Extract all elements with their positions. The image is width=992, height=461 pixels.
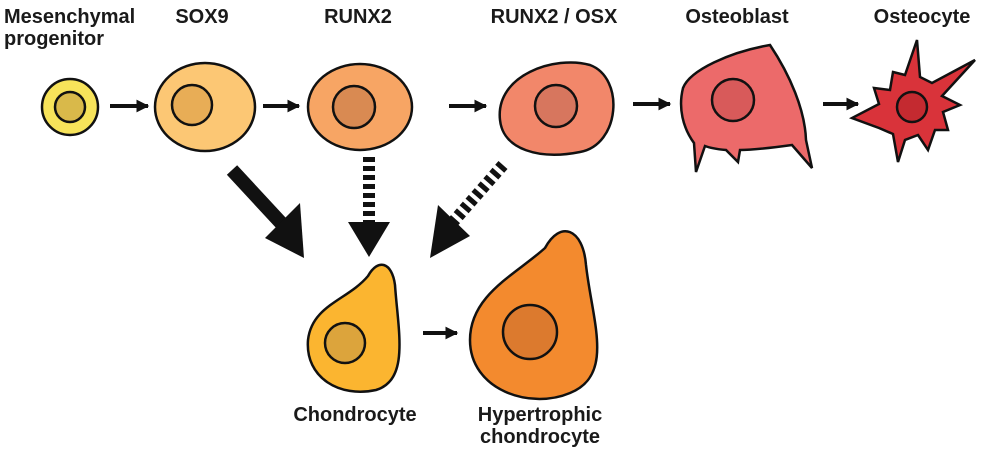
- label-mesenchymal-line2: progenitor: [4, 28, 104, 50]
- label-mesenchymal-progenitor: Mesenchymal progenitor: [4, 6, 135, 50]
- hypertrophic-chondrocyte-cell: [468, 230, 599, 401]
- osteoblast-cell: [679, 43, 814, 173]
- sox9-cell: [153, 61, 257, 153]
- label-hypertrophic-line2: chondrocyte: [479, 426, 601, 448]
- chondrocyte-cell: [306, 263, 401, 393]
- arrow-runx2-osx-to-chondrocyte-dashed: [430, 161, 508, 258]
- label-mesenchymal-line1: Mesenchymal: [4, 6, 136, 28]
- label-osteoblast: Osteoblast: [685, 6, 789, 28]
- runx2-osx-cell: [498, 61, 615, 156]
- arrow-sox9-to-chondrocyte: [226, 165, 304, 258]
- osteocyte-cell: [848, 39, 976, 163]
- label-hypertrophic-chondrocyte: Hypertrophic chondrocyte: [478, 404, 602, 448]
- mesenchymal-progenitor-cell: [40, 77, 100, 137]
- label-osteocyte: Osteocyte: [873, 6, 971, 28]
- label-runx2: RUNX2: [324, 6, 392, 28]
- arrow-runx2-to-chondrocyte-dashed: [348, 157, 390, 257]
- label-runx2-osx: RUNX2 / OSX: [490, 6, 618, 28]
- label-chondrocyte: Chondrocyte: [293, 404, 417, 426]
- runx2-cell: [306, 62, 414, 152]
- label-sox9: SOX9: [175, 6, 229, 28]
- label-hypertrophic-line1: Hypertrophic: [477, 404, 603, 426]
